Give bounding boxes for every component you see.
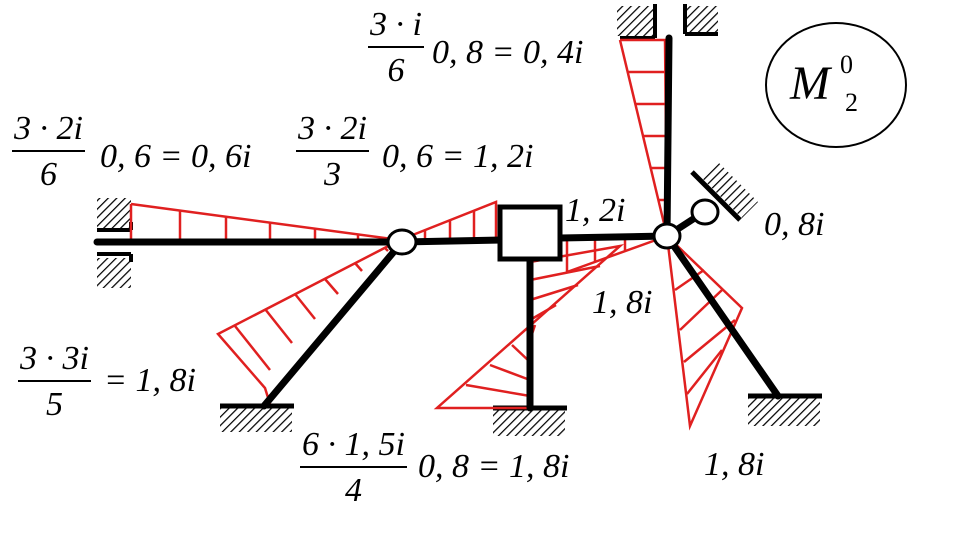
symbol-letter: M	[790, 57, 830, 110]
label-center-upper-fraction: 3 · 2i 3	[296, 110, 369, 193]
label-left-upper-rest: 0, 6 = 0, 6i	[100, 138, 252, 175]
bottom-center-support	[493, 405, 567, 436]
label-left-lower-fraction: 3 · 3i 5	[18, 340, 91, 423]
inclined-roller-support	[690, 162, 758, 222]
symbol-subscript: 2	[845, 88, 858, 117]
top-fixed-support	[617, 4, 718, 40]
label-bottom-rest: 0, 8 = 1, 8i	[418, 448, 570, 485]
label-bottom-fraction: 6 · 1, 5i 4	[300, 426, 407, 509]
label-left-lower-rest: = 1, 8i	[104, 362, 196, 399]
label-top-rest: 0, 8 = 0, 4i	[432, 34, 584, 71]
label-bottom-right: 1, 8i	[704, 446, 765, 483]
label-center-upper-rest: 0, 6 = 1, 2i	[382, 138, 534, 175]
label-right-support: 0, 8i	[764, 206, 825, 243]
left-hinge	[386, 228, 418, 256]
right-hinge	[652, 222, 682, 250]
bottom-left-support	[220, 403, 294, 432]
symbol-superscript: 0	[840, 50, 853, 79]
left-fixed-support	[97, 198, 133, 288]
label-top-fraction: 3 · i 6	[368, 6, 424, 89]
frame-members	[93, 34, 782, 412]
label-node-right: 1, 2i	[565, 192, 626, 229]
roller-hinge	[690, 198, 720, 226]
label-mid-right: 1, 8i	[592, 284, 653, 321]
diagram-symbol-circle	[765, 22, 907, 148]
bottom-right-support	[748, 393, 822, 426]
label-left-upper-fraction: 3 · 2i 6	[12, 110, 85, 193]
rigid-joint	[497, 204, 563, 262]
